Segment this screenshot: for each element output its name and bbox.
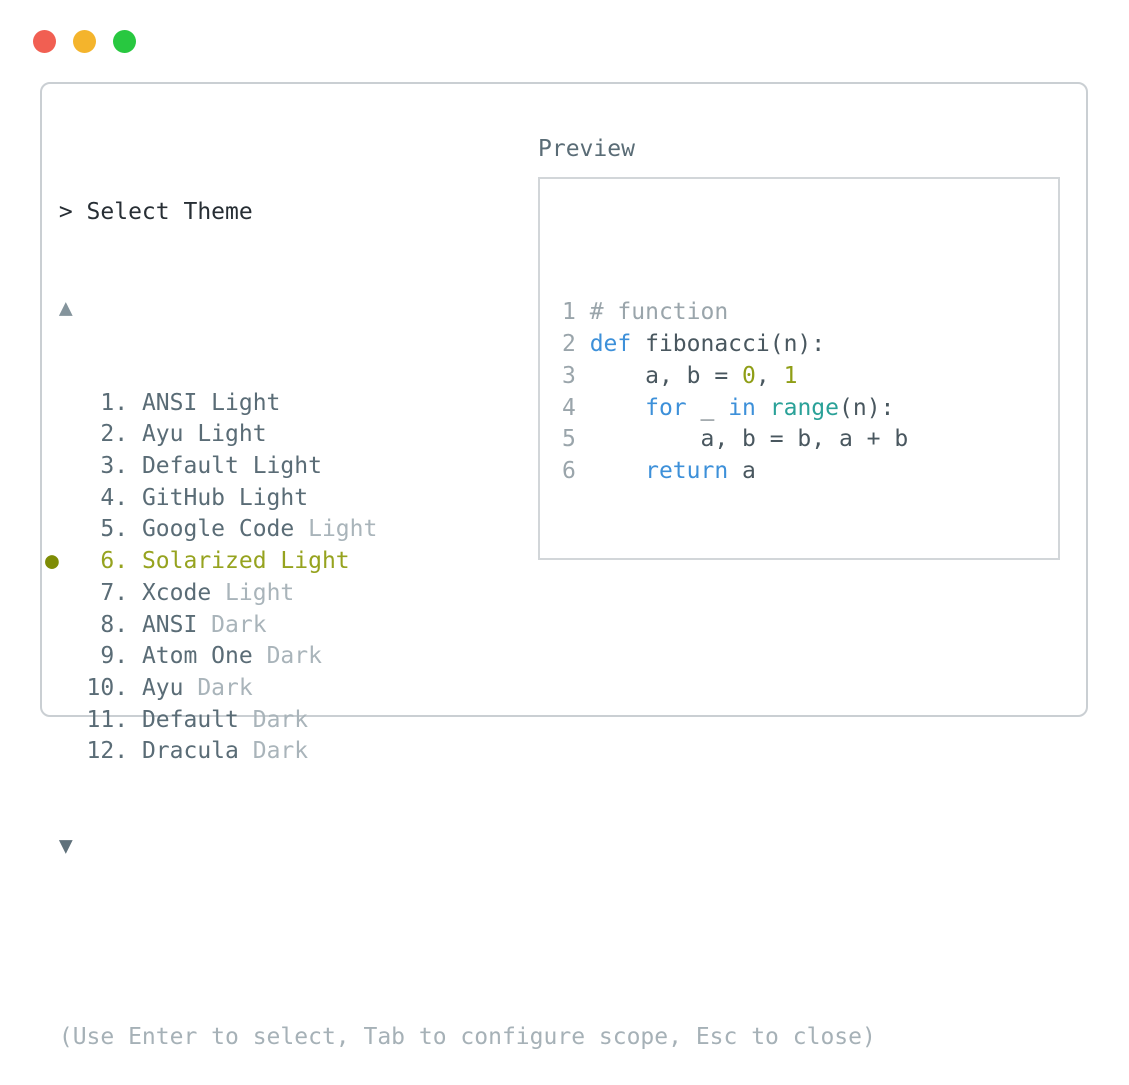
code-segment: a xyxy=(728,457,756,484)
bullet-spacer xyxy=(45,514,59,546)
bullet-spacer xyxy=(45,419,59,451)
theme-item-number: 10. xyxy=(58,674,142,701)
code-segment: for xyxy=(645,394,687,421)
code-line: 2 def fibonacci(n): xyxy=(562,329,1046,361)
code-segment: range xyxy=(769,394,839,421)
theme-item-label: Dracula xyxy=(141,738,239,765)
line-number: 1 xyxy=(562,299,590,326)
theme-item-label: Google Code xyxy=(141,516,295,543)
code-segment: a, b = b, a + b xyxy=(589,426,909,453)
prompt: > Select Theme xyxy=(58,199,253,226)
theme-list-item[interactable]: 10. Ayu Dark xyxy=(45,673,876,705)
code-segment xyxy=(756,395,770,421)
code-segment: def xyxy=(589,331,632,358)
window-controls xyxy=(33,30,153,53)
theme-item-label: Default xyxy=(141,706,239,733)
keyboard-hint: (Use Enter to select, Tab to configure s… xyxy=(58,1023,876,1050)
theme-list-item[interactable]: 4. GitHub Light xyxy=(45,483,876,515)
scroll-down-icon[interactable]: ▼ xyxy=(58,833,73,860)
line-number: 5 xyxy=(562,426,590,453)
line-number: 4 xyxy=(562,394,590,421)
theme-item-number: 1. xyxy=(58,389,142,416)
code-segment: return xyxy=(645,457,729,484)
line-number: 2 xyxy=(562,331,590,358)
bullet-spacer xyxy=(45,578,59,610)
close-button[interactable] xyxy=(33,30,56,53)
minimize-button[interactable] xyxy=(73,30,96,53)
code-segment xyxy=(590,458,645,484)
code-segment: in xyxy=(728,394,756,421)
theme-item-number: 6. xyxy=(58,548,142,575)
code-segment: , xyxy=(755,362,784,389)
code-line: 1 # function xyxy=(562,297,1046,329)
selected-bullet-icon: ● xyxy=(45,548,59,575)
code-line: 6 return a xyxy=(562,456,1046,488)
theme-list-item[interactable]: 8. ANSI Dark xyxy=(45,610,876,642)
theme-item-number: 8. xyxy=(58,611,142,638)
bullet-spacer xyxy=(45,388,59,420)
code-segment: (n): xyxy=(839,394,895,421)
theme-item-label: Xcode xyxy=(141,579,212,606)
theme-item-label: ANSI Light xyxy=(141,389,281,416)
theme-item-number: 11. xyxy=(58,706,142,733)
preview-title: Preview xyxy=(538,136,635,162)
bullet-spacer xyxy=(45,736,59,768)
code-line: 3 a, b = 0, 1 xyxy=(562,361,1046,393)
theme-item-number: 4. xyxy=(58,484,142,511)
theme-item-label: Ayu Light xyxy=(141,421,267,448)
bullet-spacer xyxy=(45,451,59,483)
code-line: 4 for _ in range(n): xyxy=(562,393,1046,425)
theme-item-number: 12. xyxy=(58,738,142,765)
theme-list-item[interactable]: 11. Default Dark xyxy=(45,705,876,737)
theme-item-label: Atom One xyxy=(141,643,253,670)
theme-list-item[interactable]: 2. Ayu Light xyxy=(45,419,876,451)
theme-item-number: 5. xyxy=(58,516,142,543)
theme-list-item[interactable]: 1. ANSI Light xyxy=(45,388,876,420)
theme-item-label-suffix: Dark xyxy=(238,706,309,733)
theme-item-label-suffix: Light xyxy=(294,516,378,543)
bullet-spacer xyxy=(45,673,59,705)
theme-item-label: ANSI xyxy=(141,611,198,638)
theme-list-item[interactable]: ● 6. Solarized Light xyxy=(45,546,876,578)
theme-item-label: GitHub Light xyxy=(141,484,309,511)
theme-item-label-suffix: Dark xyxy=(183,674,253,701)
theme-list-item[interactable]: 9. Atom One Dark xyxy=(45,641,876,673)
code-segment: 1 xyxy=(783,362,798,389)
theme-item-label-suffix: Light xyxy=(211,579,295,606)
theme-item-label: Solarized Light xyxy=(141,548,350,575)
code-segment xyxy=(590,395,645,421)
code-segment: fibonacci(n): xyxy=(631,331,826,358)
theme-item-number: 3. xyxy=(58,453,142,480)
theme-item-label-suffix: Dark xyxy=(252,643,322,670)
theme-list-item[interactable]: 3. Default Light xyxy=(45,451,876,483)
line-number: 6 xyxy=(562,457,590,484)
theme-item-number: 9. xyxy=(58,643,142,670)
theme-item-label: Ayu xyxy=(141,674,184,701)
code-segment: _ xyxy=(686,394,729,421)
maximize-button[interactable] xyxy=(113,30,136,53)
theme-list-item[interactable]: 5. Google Code Light xyxy=(45,514,876,546)
theme-list-item[interactable]: 12. Dracula Dark xyxy=(45,736,876,768)
code-segment: a, b = xyxy=(589,362,743,389)
bullet-spacer xyxy=(45,705,59,737)
bullet-spacer xyxy=(45,483,59,515)
theme-list-item[interactable]: 7. Xcode Light xyxy=(45,578,876,610)
theme-item-number: 7. xyxy=(58,579,142,606)
bullet-spacer xyxy=(45,641,59,673)
theme-item-label-suffix: Dark xyxy=(197,611,267,638)
code-segment: 0 xyxy=(742,362,756,389)
scroll-up-icon[interactable]: ▲ xyxy=(58,294,73,321)
theme-item-label-suffix: Dark xyxy=(238,738,309,765)
theme-item-number: 2. xyxy=(58,421,142,448)
bullet-spacer xyxy=(45,610,59,642)
theme-item-label: Default Light xyxy=(141,453,322,480)
code-segment: # function xyxy=(589,299,729,326)
code-line: 5 a, b = b, a + b xyxy=(562,424,1046,456)
line-number: 3 xyxy=(562,362,590,389)
